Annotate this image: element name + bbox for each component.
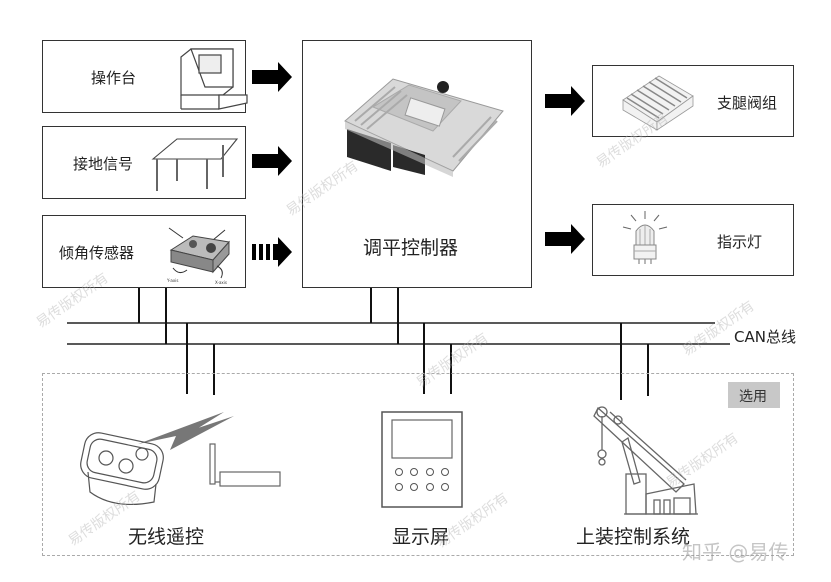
ecu-controller-icon <box>344 78 504 177</box>
wireless-remote-icon <box>80 412 281 506</box>
arrow-controller-to-valve <box>545 86 585 116</box>
arrow-ground-to-controller <box>252 146 292 176</box>
warning-light-icon <box>622 211 668 264</box>
optional-label-display: 显示屏 <box>392 526 450 548</box>
tilt-sensor-icon: Y-axis X-axis <box>166 227 230 285</box>
crane-icon <box>593 406 698 515</box>
display-screen-icon <box>381 411 463 508</box>
optional-group <box>42 373 794 556</box>
input-label-console: 操作台 <box>91 69 137 87</box>
input-box-console: 操作台 <box>42 40 248 113</box>
can-bus-label: CAN总线 <box>734 328 796 346</box>
controller-label: 调平控制器 <box>363 237 459 259</box>
outrigger-table-icon <box>151 138 239 191</box>
leveling-controller-box: 调平控制器 <box>302 40 532 288</box>
output-label-indicator-light: 指示灯 <box>717 233 763 251</box>
credit-watermark: 知乎 @易传 <box>682 540 789 564</box>
valve-block-icon <box>622 75 694 131</box>
optional-label-wireless-remote: 无线遥控 <box>128 526 205 548</box>
wireless-signal-icon <box>138 412 234 450</box>
arrow-console-to-controller <box>252 62 292 92</box>
optional-badge-label: 选用 <box>739 389 767 405</box>
optional-label-upper-control: 上装控制系统 <box>576 526 691 548</box>
input-label-tilt-sensor: 倾角传感器 <box>59 244 135 262</box>
input-box-tilt-sensor: 倾角传感器 Y-axis X-axis <box>42 215 246 288</box>
arrow-controller-to-light <box>545 224 585 254</box>
output-box-indicator-light: 指示灯 <box>592 204 794 276</box>
x-axis-label: X-axis <box>215 280 227 285</box>
input-label-ground-signal: 接地信号 <box>73 155 134 173</box>
output-label-valve-block: 支腿阀组 <box>717 94 778 112</box>
input-box-ground-signal: 接地信号 <box>42 126 246 199</box>
arrow-tilt-to-controller-dashed <box>252 237 292 267</box>
console-icon <box>180 48 248 110</box>
y-axis-label: Y-axis <box>166 278 178 283</box>
output-box-valve-block: 支腿阀组 <box>592 65 794 137</box>
optional-badge: 选用 <box>728 382 780 408</box>
